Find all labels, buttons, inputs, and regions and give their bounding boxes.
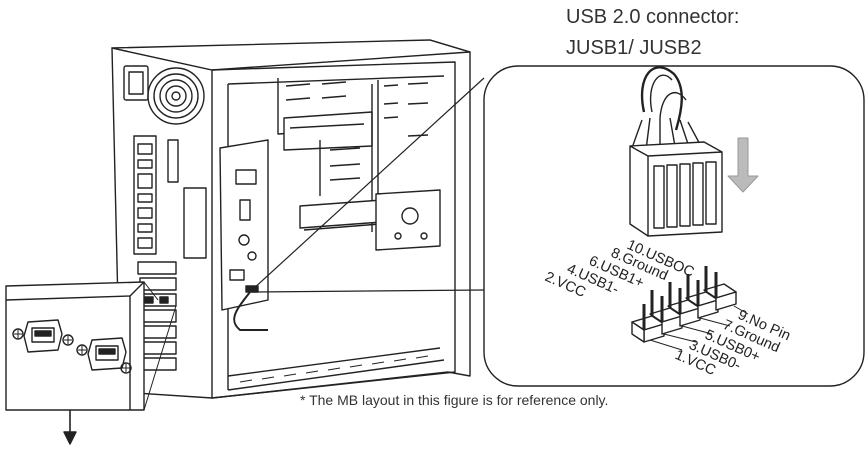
reference-note: * The MB layout in this figure is for re…: [300, 392, 609, 408]
insert-direction-arrow-icon: [727, 137, 759, 193]
power-supply-area: [123, 65, 205, 125]
connector-title: USB 2.0 connector:: [566, 6, 740, 28]
pin-label-leaders: [649, 305, 749, 351]
zoom-pointer-lines: [251, 77, 485, 293]
io-shield: [133, 135, 207, 259]
usb-plug: [629, 66, 723, 237]
motherboard: [219, 139, 269, 331]
arrow-down-icon: [63, 431, 77, 445]
connector-subtitle: JUSB1/ JUSB2: [566, 37, 702, 59]
drive-bays: [277, 78, 441, 251]
pin-header: [631, 266, 737, 343]
front-panel-zoom: [5, 281, 177, 411]
